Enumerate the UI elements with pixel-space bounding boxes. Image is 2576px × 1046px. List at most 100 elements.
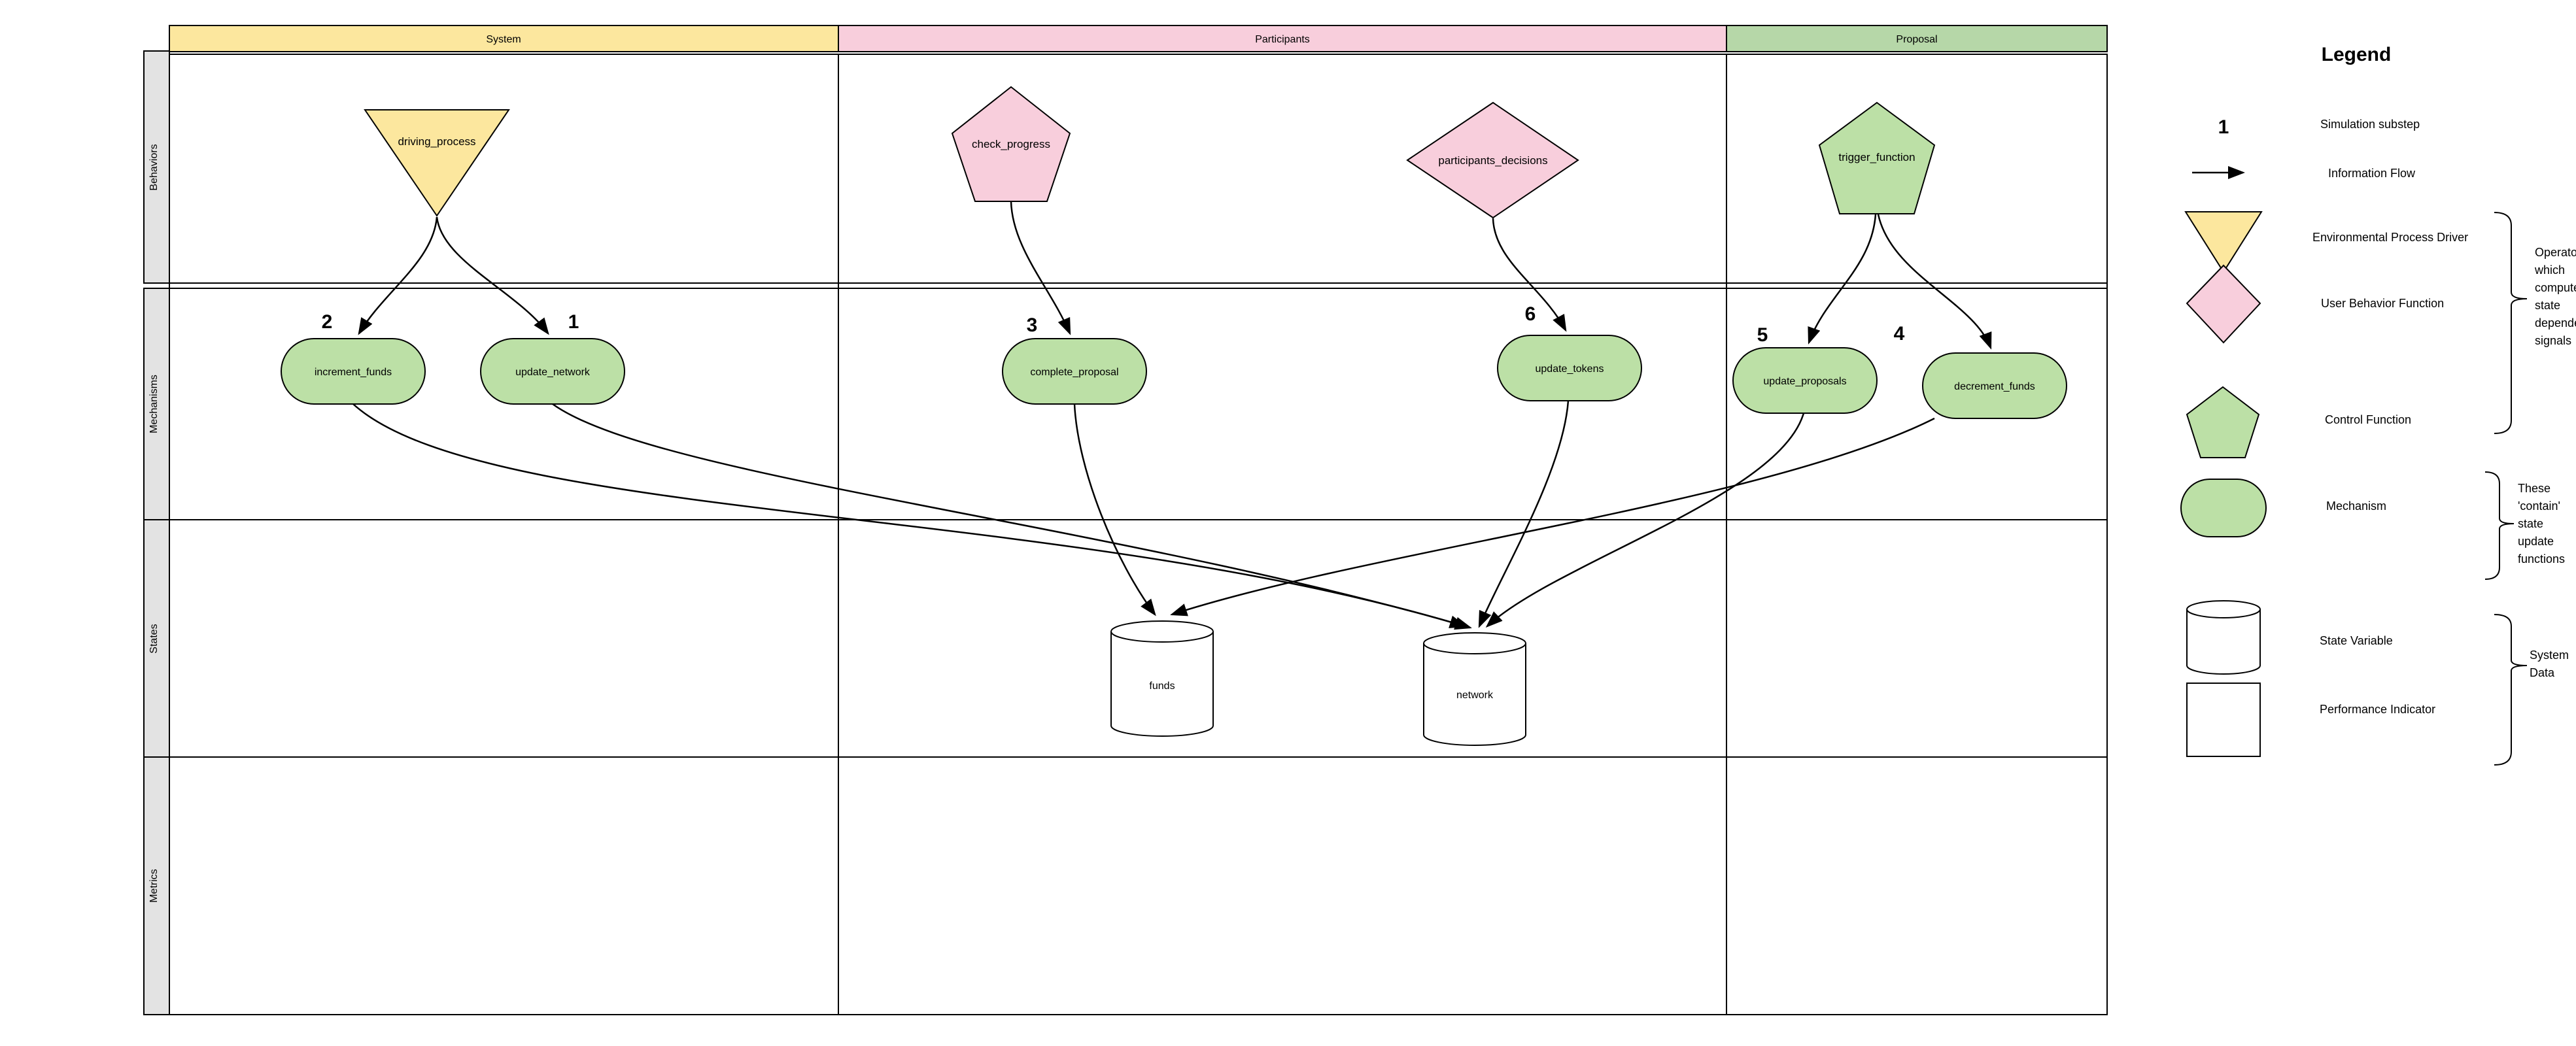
node-network[interactable]: network: [1423, 632, 1526, 746]
rectangle-icon: [2186, 683, 2261, 757]
legend-title: Legend: [2322, 44, 2392, 65]
node-label: increment_funds: [315, 367, 392, 378]
pentagon-icon: [951, 86, 1071, 202]
edge-update_proposals-network[interactable]: [1485, 413, 1805, 628]
node-label: check_progress: [972, 138, 1050, 150]
row-label-states: States: [148, 624, 160, 653]
rounded-rect-icon: [1732, 347, 1878, 414]
grid-body: [169, 54, 2108, 1015]
column-header-system-label: System: [486, 34, 521, 45]
rounded-rect-icon: [480, 338, 625, 405]
legend-state-variable-label: State Variable: [2320, 634, 2393, 647]
node-label: trigger_function: [1838, 151, 1915, 163]
cylinder-top: [1423, 632, 1526, 654]
node-label: update_proposals: [1763, 376, 1846, 387]
rounded-rect-icon: [281, 338, 426, 405]
node-label: driving_process: [398, 135, 475, 148]
cylinder-icon: [1423, 643, 1526, 746]
edge-update_network-network[interactable]: [552, 403, 1472, 630]
node-driving_process[interactable]: driving_process: [364, 109, 510, 217]
legend: Legend 1 Simulation substep Information …: [2180, 44, 2576, 766]
edges: [352, 201, 1992, 630]
edge-trigger_function-update_proposals[interactable]: [1808, 214, 1877, 345]
legend-env-driver-label: Environmental Process Driver: [2312, 231, 2468, 244]
cylinder-icon: [2186, 609, 2261, 675]
substep-number: 6: [1525, 303, 1536, 325]
substep-number: 3: [1027, 314, 1038, 336]
node-participants_decisions[interactable]: participants_decisions: [1406, 101, 1579, 219]
substep-number: 1: [568, 311, 579, 333]
node-funds[interactable]: funds: [1110, 620, 1214, 737]
node-label: update_tokens: [1536, 363, 1604, 375]
substep-number: 5: [1757, 324, 1768, 346]
row-label-states-cell: [143, 519, 170, 758]
node-check_progress[interactable]: check_progress: [951, 86, 1071, 202]
edge-driving_process-update_network[interactable]: [436, 216, 549, 335]
legend-user-behavior-label: User Behavior Function: [2321, 297, 2444, 310]
legend-substep-number: 1: [2218, 116, 2229, 138]
brace-system-data-group: [2494, 614, 2528, 766]
rounded-rect-icon: [1497, 335, 1642, 401]
row-label-behaviors-cell: [143, 50, 170, 284]
column-header-proposal-label: Proposal: [1896, 34, 1937, 45]
triangle-down-icon: [2184, 211, 2263, 273]
node-label: participants_decisions: [1438, 154, 1547, 167]
substep-number: 4: [1894, 323, 1905, 345]
pentagon-icon: [1818, 101, 1936, 214]
legend-information-flow-label: Information Flow: [2328, 167, 2416, 180]
row-label-mechanisms-cell: [143, 288, 170, 520]
edge-update_tokens-network[interactable]: [1478, 400, 1570, 628]
edge-complete_proposal-funds[interactable]: [1073, 403, 1156, 616]
node-increment_funds[interactable]: increment_funds 2: [281, 311, 426, 405]
rounded-rect-icon: [2180, 479, 2267, 537]
node-update_tokens[interactable]: update_tokens 6: [1497, 303, 1642, 401]
column-header-proposal: [1726, 25, 2108, 52]
row-label-mechanisms: Mechanisms: [148, 375, 160, 433]
annotation-operators: Operatorswhichcomputesstatedependentsign…: [2534, 246, 2576, 347]
diamond-icon: [1406, 101, 1579, 219]
substep-number: 2: [322, 311, 333, 333]
pentagon-icon: [2186, 386, 2260, 458]
brace-mechanism-group: [2484, 471, 2515, 580]
column-header-participants: [838, 25, 1727, 52]
rounded-rect-icon: [1922, 352, 2067, 419]
column-header-participants-label: Participants: [1255, 34, 1310, 45]
row-label-metrics: Metrics: [148, 869, 160, 903]
edge-increment_funds-network[interactable]: [352, 403, 1467, 628]
state-label: funds: [1149, 681, 1175, 692]
behavior-nodes: driving_process check_progress participa…: [364, 86, 1936, 219]
cylinder-top: [2186, 600, 2261, 618]
row-label-metrics-cell: [143, 756, 170, 1015]
row-label-behaviors: Behaviors: [148, 144, 160, 190]
edge-check_progress-complete_proposal[interactable]: [1010, 201, 1071, 335]
node-decrement_funds[interactable]: decrement_funds 4: [1894, 323, 2067, 419]
node-label: update_network: [515, 367, 591, 378]
node-trigger_function[interactable]: trigger_function: [1818, 101, 1936, 214]
swimlane-grid: System Participants Proposal Behaviors M…: [143, 25, 2108, 1015]
legend-substep-label: Simulation substep: [2320, 118, 2420, 131]
state-label: network: [1456, 690, 1494, 701]
legend-performance-indicator-label: Performance Indicator: [2320, 703, 2435, 716]
node-complete_proposal[interactable]: complete_proposal 3: [1002, 314, 1147, 405]
cylinder-icon: [1110, 632, 1214, 737]
node-label: complete_proposal: [1030, 367, 1118, 378]
diamond-icon: [2186, 264, 2261, 344]
triangle-down-icon: [364, 109, 510, 217]
edge-participants_decisions-update_tokens[interactable]: [1492, 218, 1567, 332]
edge-driving_process-increment_funds[interactable]: [358, 216, 438, 335]
edge-decrement_funds-funds[interactable]: [1170, 417, 1935, 616]
legend-mechanism-label: Mechanism: [2326, 499, 2386, 513]
node-label: decrement_funds: [1954, 381, 2035, 392]
edge-trigger_function-decrement_funds[interactable]: [1877, 214, 1992, 350]
mechanism-nodes: increment_funds 2 update_network 1 compl…: [281, 303, 2067, 419]
node-update_proposals[interactable]: update_proposals 5: [1732, 324, 1878, 414]
cylinder-top: [1110, 620, 1214, 643]
legend-control-function-label: Control Function: [2325, 413, 2411, 426]
rounded-rect-icon: [1002, 338, 1147, 405]
brace-behaviors-group: [2494, 212, 2528, 434]
node-update_network[interactable]: update_network 1: [480, 311, 625, 405]
state-nodes: funds network: [1110, 620, 1526, 746]
